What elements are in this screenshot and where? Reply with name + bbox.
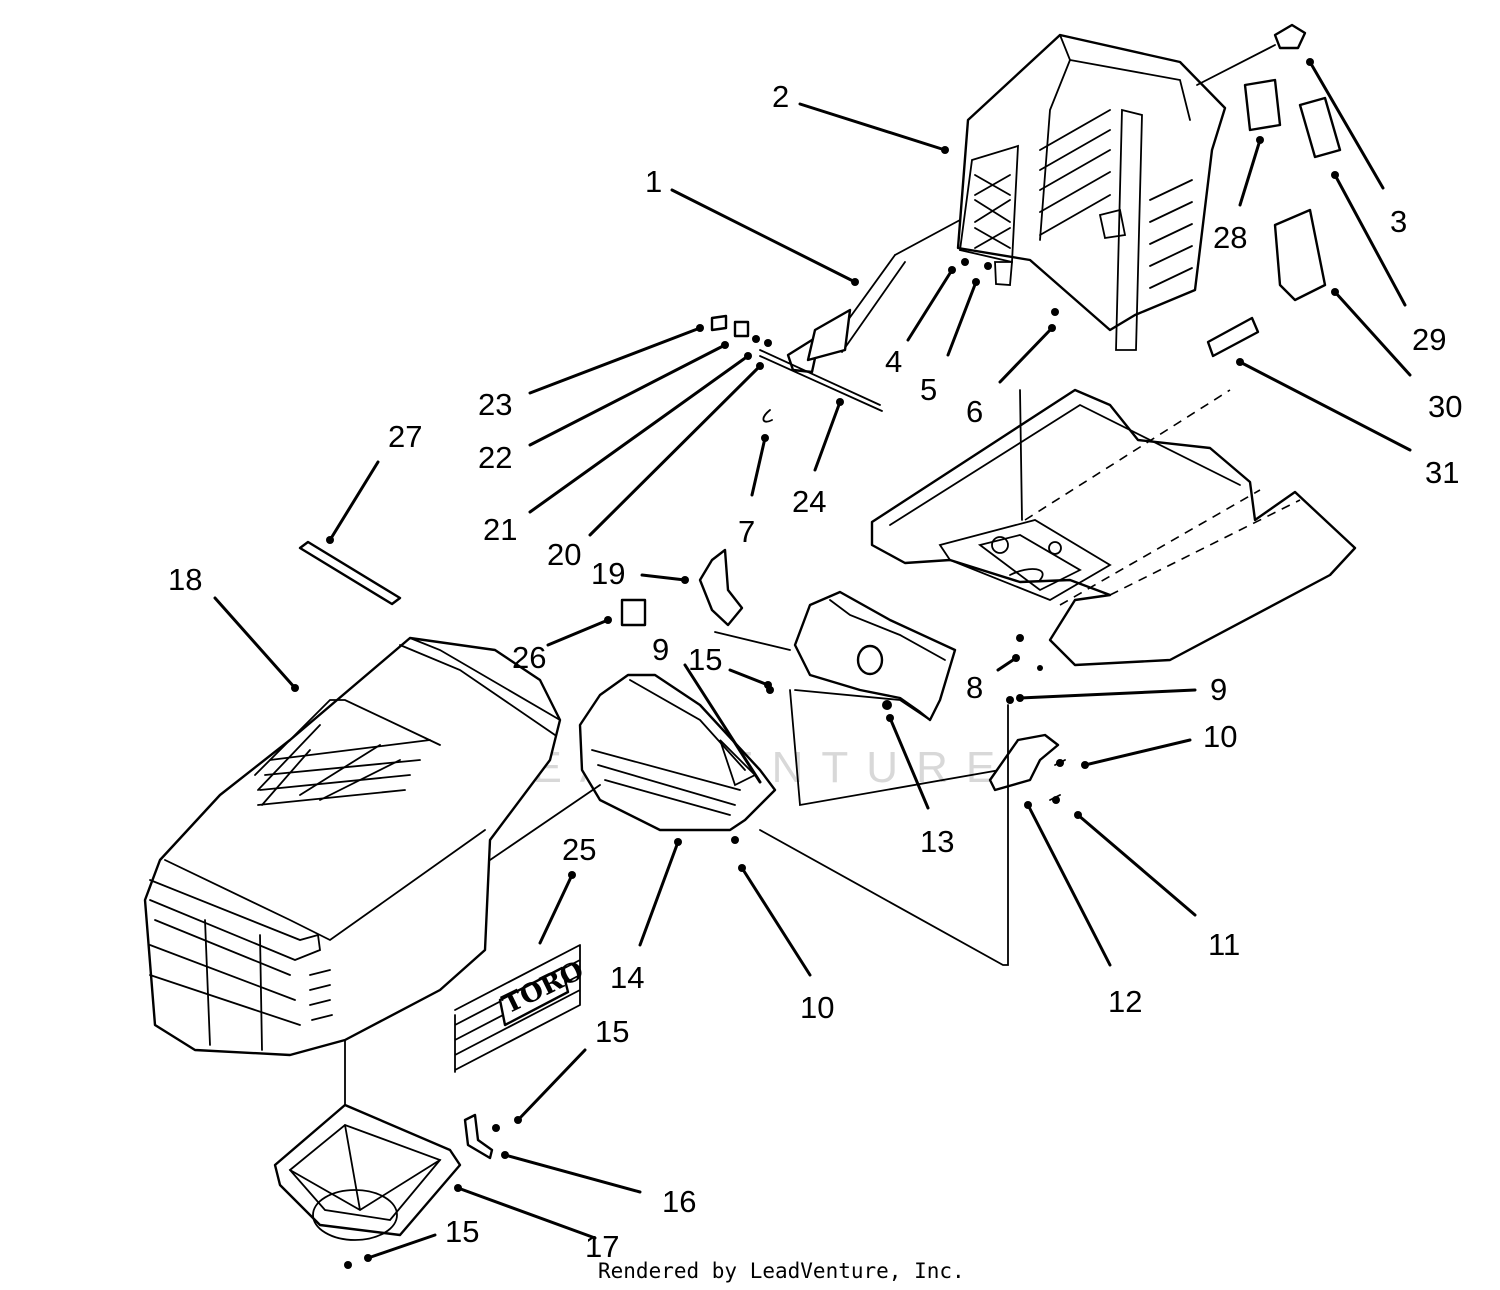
callout-labels: 1 2 3 4 5 6 7 8 9 9 10 10 11 12 13 14 15…	[168, 79, 1462, 1264]
callout-15-lower: 15	[445, 1214, 479, 1249]
part-decal-toro: TORO	[454, 944, 589, 1073]
callout-28: 28	[1213, 220, 1247, 255]
part-decal-small	[620, 598, 647, 627]
callout-9-left: 9	[652, 632, 669, 667]
callout-7: 7	[738, 514, 755, 549]
decal-logo-text: TORO	[498, 956, 589, 1021]
part-hood	[143, 636, 601, 1057]
part-decal-29	[1298, 96, 1342, 159]
callout-26: 26	[512, 640, 546, 675]
callout-25: 25	[562, 832, 596, 867]
part-bracket-right	[759, 704, 1066, 966]
callout-23: 23	[478, 387, 512, 422]
credit-text: Rendered by LeadVenture, Inc.	[598, 1259, 965, 1283]
part-decal-28	[1243, 78, 1282, 132]
callout-18: 18	[168, 562, 202, 597]
callout-11: 11	[1208, 927, 1240, 962]
callout-22: 22	[478, 440, 512, 475]
callout-8: 8	[966, 670, 983, 705]
callout-10-right: 10	[1203, 719, 1237, 754]
callout-29: 29	[1412, 322, 1446, 357]
callout-15-middle: 15	[595, 1014, 629, 1049]
part-decal-31	[1206, 316, 1260, 358]
part-bracket-left	[698, 548, 791, 651]
part-floor-pan	[870, 388, 1357, 667]
callout-10-lower: 10	[800, 990, 834, 1025]
callout-24: 24	[792, 484, 826, 519]
part-rear-housing	[956, 33, 1276, 351]
part-decal-30	[1273, 208, 1327, 302]
callout-9-right: 9	[1210, 672, 1227, 707]
callout-6: 6	[966, 394, 983, 429]
part-bracket-16	[463, 1113, 494, 1160]
callout-12: 12	[1108, 984, 1142, 1019]
callout-21: 21	[483, 512, 517, 547]
callout-19: 19	[591, 556, 625, 591]
callout-13: 13	[920, 824, 954, 859]
callout-5: 5	[920, 372, 937, 407]
callout-30: 30	[1428, 389, 1462, 424]
callout-27: 27	[388, 419, 422, 454]
part-knob-3	[1273, 23, 1307, 50]
part-dash-panel	[789, 590, 1001, 807]
callout-20: 20	[547, 537, 581, 572]
part-funnel	[273, 1039, 462, 1241]
callout-15-upper: 15	[688, 642, 722, 677]
callout-4: 4	[885, 344, 902, 379]
leader-lines	[213, 60, 1412, 1260]
callout-16: 16	[662, 1184, 696, 1219]
part-front-support	[578, 673, 777, 832]
callout-3: 3	[1390, 204, 1407, 239]
callout-17: 17	[585, 1229, 619, 1264]
callout-1: 1	[645, 164, 662, 199]
leader-dots	[291, 58, 1339, 1262]
part-decal-strip	[298, 540, 402, 606]
part-seat-adjuster	[710, 219, 961, 423]
callout-31: 31	[1425, 455, 1459, 490]
callout-2: 2	[772, 79, 789, 114]
callout-14: 14	[610, 960, 644, 995]
